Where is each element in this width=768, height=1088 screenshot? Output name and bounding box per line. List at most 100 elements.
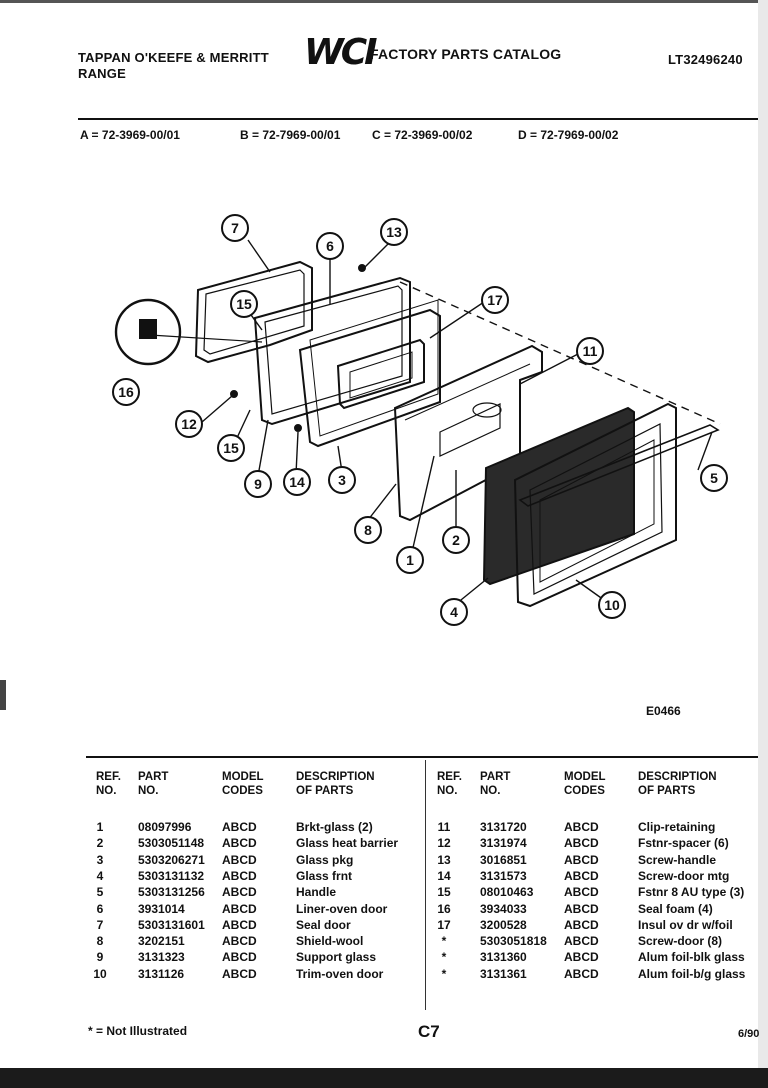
insulation-shape — [309, 299, 439, 437]
handle-shape — [518, 424, 720, 507]
cell-desc: Brkt-glass (2) — [296, 820, 373, 834]
cell-ref: 10 — [93, 966, 107, 981]
catalog-title: FACTORY PARTS CATALOG — [370, 46, 562, 62]
cell-codes: ABCD — [564, 950, 599, 965]
scan-speckle — [0, 680, 6, 710]
cell-part: 5303206271 — [138, 852, 205, 867]
cell-ref: 4 — [96, 868, 104, 883]
cell-codes: ABCD — [564, 852, 599, 867]
cell-codes: ABCD — [222, 917, 257, 932]
cell-codes: ABCD — [222, 950, 257, 965]
header-ref-left: REF. NO. — [96, 771, 121, 797]
cell-codes: ABCD — [564, 885, 599, 900]
table-row: 12 3131974 ABCD Fstnr-spacer (6) — [428, 836, 758, 852]
cell-desc: Fstnr 8 AU type (3) — [638, 885, 745, 900]
cell-part: 3131126 — [138, 966, 185, 981]
cell-part: 3131573 — [480, 868, 527, 883]
scan-speckle — [758, 0, 768, 1068]
header-ref-right: REF. NO. — [437, 771, 462, 797]
cell-codes: ABCD — [564, 836, 599, 851]
cell-part: 5303131256 — [138, 885, 205, 900]
header-desc-right: DESCRIPTION OF PARTS — [638, 771, 717, 797]
cell-desc: Alum foil-b/g glass — [638, 966, 746, 981]
cell-codes: ABCD — [564, 820, 599, 834]
cell-ref: 6 — [96, 901, 104, 916]
cell-ref: 5 — [96, 885, 104, 900]
cell-ref: 9 — [96, 950, 104, 965]
cell-part: 08097996 — [138, 820, 192, 834]
callout-12: 12 — [181, 416, 197, 432]
cell-codes: ABCD — [222, 868, 257, 883]
product-type: RANGE — [78, 66, 126, 81]
callout-4: 4 — [450, 604, 458, 620]
cell-part: 3131361 — [480, 966, 527, 981]
callout-5: 5 — [710, 470, 718, 486]
cell-desc: Glass heat barrier — [296, 836, 399, 851]
table-column-divider — [425, 760, 426, 1010]
cell-desc: Glass pkg — [296, 852, 354, 867]
header-rule — [78, 118, 758, 120]
table-row: 3 5303206271 ABCD Glass pkg — [86, 853, 416, 869]
cell-ref: 15 — [437, 885, 451, 900]
callout-16: 16 — [118, 384, 134, 400]
scan-speckle — [0, 0, 768, 3]
cell-codes: ABCD — [564, 868, 599, 883]
cell-desc: Insul ov dr w/foil — [638, 917, 733, 932]
cell-desc: Shield-wool — [296, 934, 364, 949]
cell-codes: ABCD — [222, 852, 257, 867]
header-part-left: PART NO. — [138, 771, 169, 797]
cell-ref: * — [441, 934, 447, 949]
callout-2: 2 — [452, 532, 460, 548]
cell-desc: Liner-oven door — [296, 901, 388, 916]
model-code-b: B = 72-7969-00/01 — [240, 128, 341, 142]
callout-15-top: 15 — [236, 296, 252, 312]
cell-codes: ABCD — [222, 820, 257, 834]
cell-ref: 8 — [96, 934, 104, 949]
company-name: TAPPAN O'KEEFE & MERRITT — [78, 50, 269, 65]
cell-codes: ABCD — [564, 917, 599, 932]
cell-desc: Fstnr-spacer (6) — [638, 836, 729, 851]
door-seal-shape — [194, 260, 313, 364]
table-row: 11 3131720 ABCD Clip-retaining — [428, 820, 758, 836]
cell-part: 5303051148 — [138, 836, 205, 851]
model-code-d: D = 72-7969-00/02 — [518, 128, 619, 142]
cell-desc: Handle — [296, 885, 337, 900]
cell-ref: 3 — [96, 852, 104, 867]
cell-part: 5303131132 — [138, 868, 205, 883]
catalog-date: 6/90 — [738, 1028, 760, 1040]
scan-speckle — [0, 1068, 768, 1088]
cell-ref: 11 — [437, 820, 451, 834]
cell-part: 3200528 — [480, 917, 527, 932]
cell-desc: Alum foil-blk glass — [638, 950, 745, 965]
callout-1: 1 — [406, 552, 414, 568]
cell-codes: ABCD — [222, 934, 257, 949]
cell-desc: Clip-retaining — [638, 820, 716, 834]
cell-ref: 12 — [437, 836, 451, 851]
model-code-c: C = 72-3969-00/02 — [372, 128, 473, 142]
cell-part: 3131974 — [480, 836, 527, 851]
callout-8: 8 — [364, 522, 372, 538]
callout-17: 17 — [487, 292, 503, 308]
cell-desc: Seal door — [296, 917, 351, 932]
cell-part: 08010463 — [480, 885, 534, 900]
front-glass-shape — [482, 406, 635, 586]
cell-ref: 1 — [96, 820, 104, 834]
cell-ref: * — [441, 966, 447, 981]
cell-part: 3931014 — [138, 901, 185, 916]
callout-3: 3 — [338, 472, 346, 488]
trim-frame-shape — [513, 402, 677, 608]
cell-ref: * — [441, 950, 447, 965]
page-number: C7 — [418, 1022, 440, 1041]
cell-part: 3131720 — [480, 820, 527, 834]
cell-desc: Support glass — [296, 950, 377, 965]
figure-code: E0466 — [646, 704, 681, 718]
cell-codes: ABCD — [222, 885, 257, 900]
